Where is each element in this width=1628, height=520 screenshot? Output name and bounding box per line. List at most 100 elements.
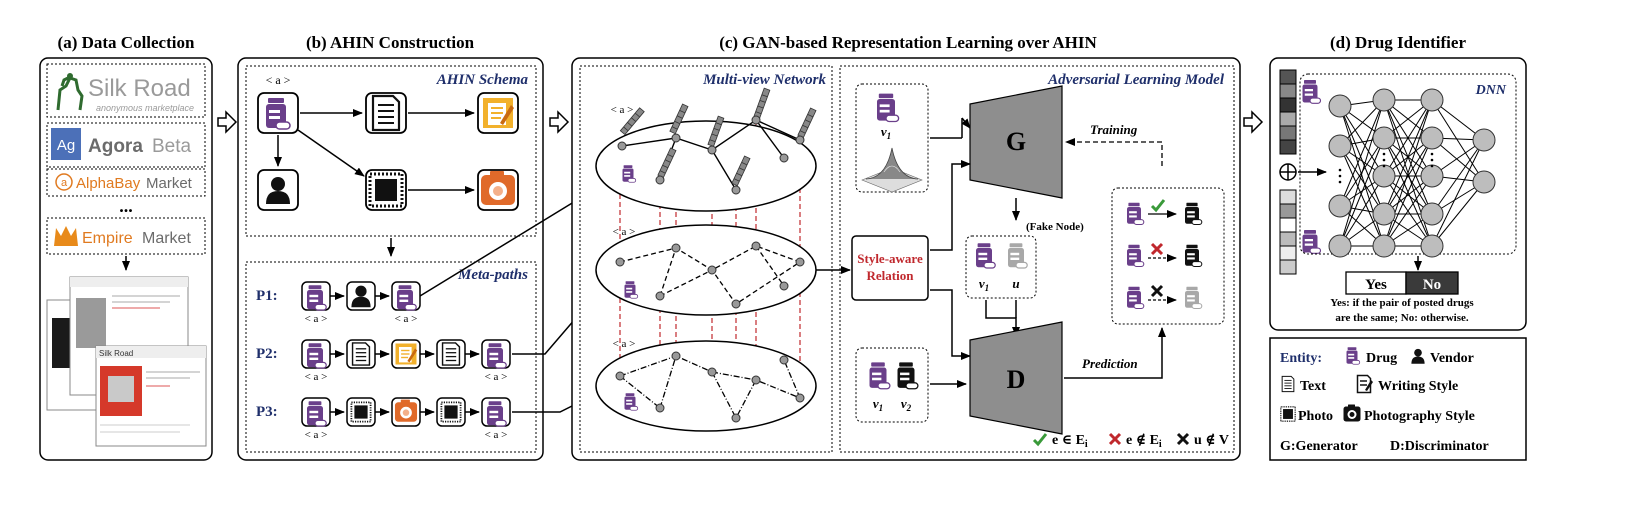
metapath-p1 bbox=[301, 281, 421, 311]
arrow-b-to-c bbox=[549, 110, 570, 134]
nn-neuron bbox=[1420, 202, 1444, 226]
nn-edge bbox=[1431, 139, 1485, 215]
prediction-label: Prediction bbox=[1082, 356, 1138, 371]
schema-writing-style-node bbox=[477, 92, 519, 134]
panel-d: DNN Yes No Yes: if the pair of posted dr… bbox=[1269, 57, 1527, 331]
panel-c: Multi-view Network < a > bbox=[571, 57, 1241, 461]
nn-neuron bbox=[1420, 234, 1444, 258]
p1-a-label-1: < a > bbox=[305, 313, 328, 325]
legend-writing: Writing Style bbox=[1378, 379, 1458, 394]
entity-legend-title: Entity: bbox=[1280, 351, 1322, 366]
concat-icon bbox=[1279, 163, 1297, 181]
panel-b-title: (b) AHIN Construction bbox=[306, 33, 475, 52]
p1-a-label-2: < a > bbox=[395, 313, 418, 325]
nn-edge bbox=[1383, 99, 1433, 215]
style-aware-relation: Style-aware Relation bbox=[851, 235, 929, 301]
schema-drug-node bbox=[257, 92, 299, 134]
sample-row-positive bbox=[1126, 199, 1203, 226]
screenshot-brand: Silk Road bbox=[99, 349, 133, 358]
check-icon bbox=[1150, 199, 1166, 213]
photo-icon bbox=[1280, 406, 1296, 422]
schema-vendor-node bbox=[257, 169, 299, 211]
cross-black-icon bbox=[1150, 284, 1164, 298]
arrow-c-to-d bbox=[1243, 110, 1264, 134]
arrow-a-to-b bbox=[217, 110, 238, 134]
nn-neuron bbox=[1328, 194, 1352, 218]
ahin-schema-title: AHIN Schema bbox=[436, 72, 529, 88]
legend-cross-black-icon bbox=[1176, 432, 1190, 446]
nn-neuron bbox=[1472, 128, 1496, 152]
nn-edge bbox=[1431, 181, 1485, 247]
panel-a-title: (a) Data Collection bbox=[58, 33, 195, 52]
nn-ellipsis-dot bbox=[1338, 174, 1342, 178]
nn-neuron bbox=[1420, 126, 1444, 150]
agora-logo-icon bbox=[51, 128, 81, 160]
nn-neuron bbox=[1372, 234, 1396, 258]
nn-ellipsis-dot bbox=[1430, 152, 1434, 156]
market-empire: Empire bbox=[82, 230, 133, 247]
p3-a-label-1: < a > bbox=[305, 429, 328, 441]
neural-network bbox=[1328, 88, 1496, 258]
market-alphabay: AlphaBay bbox=[76, 175, 141, 192]
market-silk-road-sub: anonymous marketplace bbox=[96, 103, 194, 113]
adversarial-title: Adversarial Learning Model bbox=[1047, 72, 1225, 88]
view2-nodes bbox=[615, 241, 805, 309]
nn-edge bbox=[1431, 139, 1485, 247]
noise-v1: v1 bbox=[881, 124, 891, 141]
gaussian-surface-icon bbox=[861, 147, 923, 193]
legend-check-icon bbox=[1032, 433, 1048, 447]
nn-edge bbox=[1339, 99, 1385, 247]
style-aware-label-2: Relation bbox=[867, 268, 915, 283]
nn-ellipsis-dot bbox=[1382, 164, 1386, 168]
schema-text-node bbox=[365, 92, 407, 134]
alphabay-badge: a bbox=[61, 177, 68, 189]
nn-ellipsis-dot bbox=[1430, 164, 1434, 168]
sample-row-negative bbox=[1126, 242, 1203, 268]
legend-discriminator: D:Discriminator bbox=[1390, 439, 1489, 454]
cross-red-icon bbox=[1150, 242, 1164, 256]
panel-d-title: (d) Drug Identifier bbox=[1330, 33, 1466, 52]
caption-line-1: Yes: if the pair of posted drugs bbox=[1330, 297, 1474, 309]
real-v1: v1 bbox=[873, 396, 883, 413]
discriminator: D bbox=[969, 321, 1063, 435]
panel-c-title: (c) GAN-based Representation Learning ov… bbox=[719, 33, 1097, 52]
view3-a-label: < a > bbox=[613, 338, 636, 350]
metapath-p3 bbox=[301, 397, 511, 427]
nn-edge bbox=[1339, 99, 1385, 207]
legend-in: e ∈ Ei bbox=[1052, 433, 1088, 450]
no-label: No bbox=[1423, 277, 1441, 293]
p2-a-label-2: < a > bbox=[485, 371, 508, 383]
nn-ellipsis-dot bbox=[1338, 180, 1342, 184]
market-agora: Agora bbox=[88, 136, 143, 157]
nn-neuron bbox=[1372, 88, 1396, 112]
view3-nodes bbox=[615, 351, 805, 423]
nn-edge bbox=[1383, 137, 1433, 247]
schema-photography-style-node bbox=[477, 169, 519, 211]
generator-label: G bbox=[1006, 127, 1026, 156]
nn-edge bbox=[1339, 145, 1385, 247]
alphabay-logo-icon bbox=[55, 173, 73, 191]
listing-screenshots: Silk Road bbox=[46, 276, 207, 447]
metapath-p2 bbox=[301, 339, 511, 369]
fake-v1: v1 bbox=[979, 276, 989, 293]
p2-a-label-1: < a > bbox=[305, 371, 328, 383]
nn-edge bbox=[1339, 105, 1385, 215]
yes-label: Yes bbox=[1365, 277, 1387, 293]
legend-generator: G:Generator bbox=[1280, 439, 1358, 454]
nn-edge bbox=[1383, 175, 1433, 247]
agora-badge: Ag bbox=[57, 137, 75, 154]
nn-neuron bbox=[1472, 170, 1496, 194]
nn-edge bbox=[1339, 175, 1385, 247]
metapath-p1-label: P1: bbox=[256, 288, 278, 304]
no-box bbox=[1405, 271, 1459, 295]
edge-legend: e ∈ Ei e ∉ Ei u ∉ V bbox=[1032, 432, 1229, 450]
input-vector-bottom bbox=[1279, 189, 1322, 275]
generator: G bbox=[969, 85, 1063, 199]
nn-neuron bbox=[1328, 134, 1352, 158]
nn-neuron bbox=[1372, 126, 1396, 150]
view1-nodes bbox=[617, 87, 817, 195]
camel-icon bbox=[56, 73, 84, 111]
legend-drug: Drug bbox=[1366, 351, 1397, 366]
legend-cross-red-icon bbox=[1108, 432, 1122, 446]
nn-ellipsis-dot bbox=[1338, 168, 1342, 172]
